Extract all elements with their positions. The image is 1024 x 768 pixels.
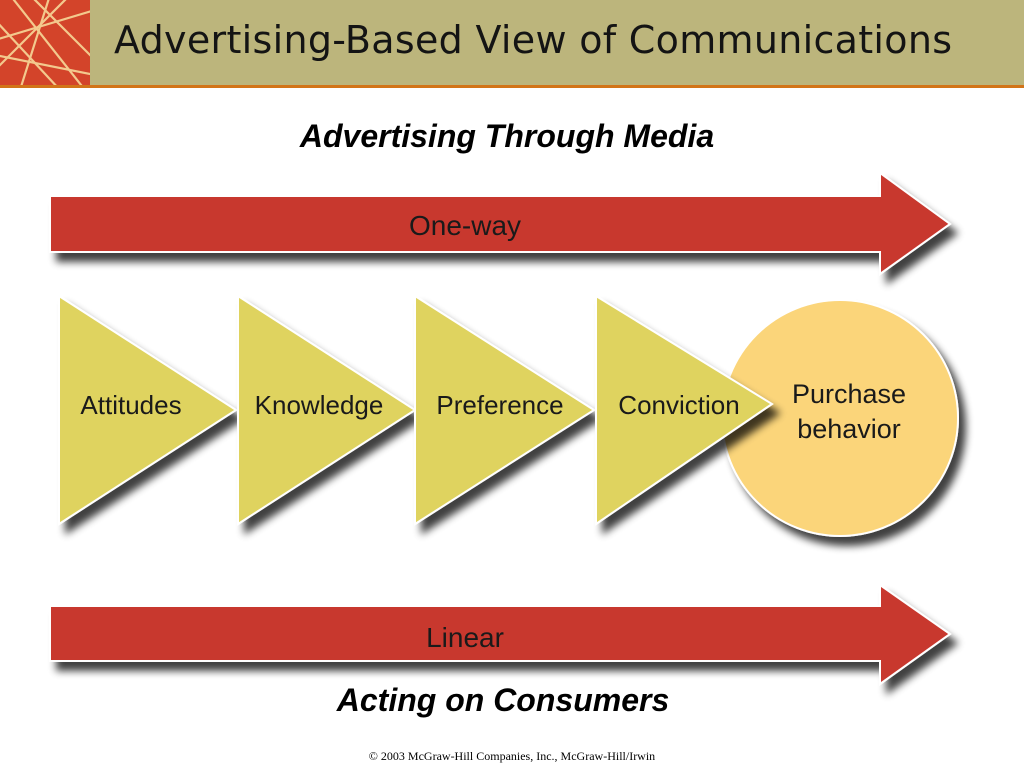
linear-arrow: Linear	[49, 583, 952, 686]
stage-purchase-behavior: Purchase behavior	[721, 299, 959, 537]
stage-conviction-label: Conviction	[618, 390, 739, 420]
header-bar: Advertising-Based View of Communications	[0, 0, 1024, 88]
one-way-label: One-way	[409, 210, 521, 241]
copyright-footer: © 2003 McGraw-Hill Companies, Inc., McGr…	[368, 749, 656, 763]
stage-preference-label: Preference	[436, 390, 563, 420]
stage-knowledge-label: Knowledge	[255, 390, 384, 420]
stage-preference: Preference	[414, 294, 596, 526]
stage-knowledge: Knowledge	[237, 294, 417, 526]
logo-icon	[0, 0, 90, 85]
subtitle-acting-on-consumers: Acting on Consumers	[336, 682, 670, 718]
purchase-behavior-label-line1: Purchase	[792, 379, 906, 409]
one-way-arrow: One-way	[49, 171, 952, 276]
linear-label: Linear	[426, 622, 504, 653]
stage-attitudes: Attitudes	[58, 294, 238, 526]
stage-conviction: Conviction	[595, 294, 774, 526]
slide-title: Advertising-Based View of Communications	[114, 18, 953, 62]
subtitle-advertising-through-media: Advertising Through Media	[299, 118, 715, 154]
purchase-behavior-label-line2: behavior	[797, 414, 901, 444]
stage-attitudes-label: Attitudes	[80, 390, 181, 420]
